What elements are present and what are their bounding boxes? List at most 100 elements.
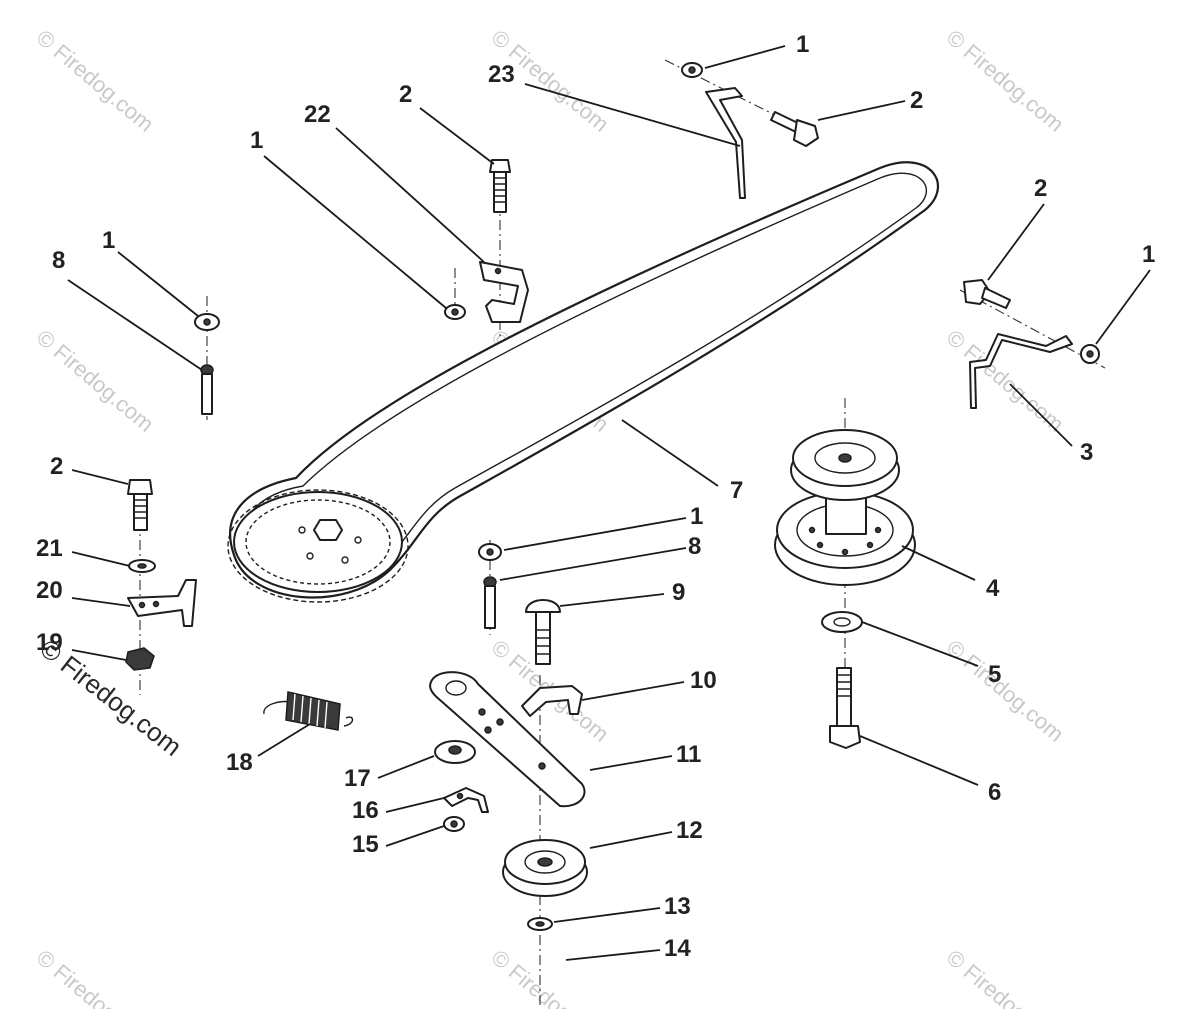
bracket-3 <box>969 333 1073 409</box>
bracket-23 <box>705 87 746 199</box>
leader-line-c8b <box>499 547 687 581</box>
leader-line-c1c <box>117 251 199 317</box>
watermark-tile: © Firedog.com <box>32 945 159 1009</box>
callout-label-c6: 6 <box>988 779 1001 806</box>
callout-label-c8a: 8 <box>52 247 65 274</box>
leader-line-c18 <box>257 723 311 757</box>
leader-line-c1e <box>503 517 687 551</box>
leader-line-c14 <box>565 949 661 961</box>
idler-pulley-12 <box>502 839 588 897</box>
callout-label-c2a: 2 <box>910 87 923 114</box>
flat-washer-5 <box>821 611 863 633</box>
leader-line-c2a <box>817 100 906 121</box>
bracket-20 <box>127 579 197 627</box>
leader-line-c17 <box>377 755 435 779</box>
leader-line-c11 <box>589 755 673 771</box>
watermark-tile: © Firedog.com <box>487 945 614 1009</box>
leader-line-c20 <box>71 597 131 607</box>
callout-label-c21: 21 <box>36 535 63 562</box>
callout-label-c9: 9 <box>672 579 685 606</box>
callout-label-c15: 15 <box>352 831 379 858</box>
callout-label-c2c: 2 <box>1034 175 1047 202</box>
hex-bolt-right <box>963 279 1011 309</box>
bracket-22 <box>479 261 529 323</box>
tension-spring-18 <box>263 691 354 731</box>
idler-arm-11 <box>429 671 586 808</box>
leader-line-c2d <box>71 469 129 485</box>
leader-line-c21 <box>71 551 131 567</box>
spacer-17 <box>434 740 476 764</box>
leader-line-c16 <box>385 797 445 813</box>
callout-label-c20: 20 <box>36 577 63 604</box>
hex-bolt-top-center <box>489 159 511 213</box>
callout-label-c16: 16 <box>352 797 379 824</box>
callout-label-c23: 23 <box>488 61 515 88</box>
bracket-10 <box>521 685 583 717</box>
hex-nut-right <box>1080 344 1100 364</box>
callout-label-c2b: 2 <box>399 81 412 108</box>
callout-label-c8b: 8 <box>688 533 701 560</box>
callout-label-c19: 19 <box>36 629 63 656</box>
leader-line-c6 <box>859 735 979 786</box>
leader-line-c1b <box>263 155 447 309</box>
hex-nut-center-lower <box>478 543 502 561</box>
leader-line-c15 <box>385 825 445 847</box>
watermark-tile: © Firedog.com <box>942 25 1069 137</box>
leader-line-c2c <box>987 203 1045 281</box>
hex-nut-top <box>681 62 703 78</box>
lock-nut-19 <box>125 647 155 671</box>
callout-label-c17: 17 <box>344 765 371 792</box>
leader-lines <box>67 45 1151 961</box>
leader-line-c8a <box>67 279 203 371</box>
callout-label-c1e: 1 <box>690 503 703 530</box>
hex-bolt-6 <box>829 667 861 749</box>
callout-label-c2d: 2 <box>50 453 63 480</box>
carriage-bolt-9 <box>525 599 561 665</box>
callout-label-c7: 7 <box>730 477 743 504</box>
watermark-tile: © Firedog.com <box>32 325 159 437</box>
washer-13 <box>527 917 553 931</box>
callout-label-c1a: 1 <box>796 31 809 58</box>
leader-line-c23 <box>524 83 741 147</box>
hex-nut-left <box>194 313 220 331</box>
callout-label-c12: 12 <box>676 817 703 844</box>
leader-line-c1d <box>1095 269 1151 345</box>
hex-nut-center <box>444 304 466 320</box>
bracket-16 <box>443 787 489 813</box>
callout-label-c1c: 1 <box>102 227 115 254</box>
watermark-tile: © Firedog.com <box>942 945 1069 1009</box>
hex-nut-15 <box>443 816 465 832</box>
callout-label-c1b: 1 <box>250 127 263 154</box>
callout-label-c3: 3 <box>1080 439 1093 466</box>
leader-line-c10 <box>581 681 685 701</box>
callout-label-c11: 11 <box>676 741 701 768</box>
callout-label-c18: 18 <box>226 749 253 776</box>
stud-8-center <box>483 576 497 629</box>
leader-line-c12 <box>589 831 673 849</box>
watermark-tile: © Firedog.com <box>32 25 159 137</box>
callout-label-c4: 4 <box>986 575 1000 602</box>
watermark-tile: © Firedog.com <box>942 635 1069 747</box>
callout-label-c22: 22 <box>304 101 331 128</box>
leader-line-c4 <box>901 545 976 581</box>
hex-bolt-left <box>127 479 153 531</box>
callout-label-c13: 13 <box>664 893 691 920</box>
callout-label-c1d: 1 <box>1142 241 1155 268</box>
leader-line-c5 <box>861 621 979 667</box>
callout-label-c10: 10 <box>690 667 717 694</box>
leader-line-c13 <box>553 907 661 923</box>
stud-8-left <box>200 364 214 415</box>
washer-21 <box>128 559 156 573</box>
callout-label-c14: 14 <box>664 935 691 962</box>
drive-pulley <box>227 489 409 603</box>
leader-line-c2b <box>419 107 495 165</box>
leader-line-c3 <box>1009 383 1073 447</box>
leader-line-c19 <box>71 649 127 661</box>
hex-bolt-top-right <box>770 111 819 147</box>
callout-label-c5: 5 <box>988 661 1001 688</box>
leader-line-c9 <box>559 593 665 607</box>
leader-line-c22 <box>335 127 485 263</box>
leader-line-c7 <box>621 419 719 487</box>
